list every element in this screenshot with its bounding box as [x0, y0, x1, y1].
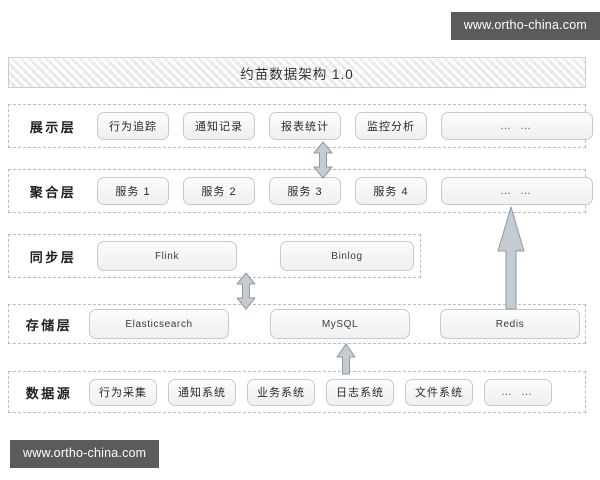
layer-datasource: 数据源 行为采集 通知系统 业务系统 日志系统 文件系统 … …	[8, 371, 586, 413]
node-presentation-2[interactable]: 通知记录	[183, 112, 255, 140]
layer-label-datasource: 数据源	[25, 385, 73, 401]
node-datasource-more[interactable]: … …	[484, 378, 552, 406]
layer-nodes-sync: Flink Binlog	[97, 235, 420, 277]
node-datasource-5[interactable]: 文件系统	[405, 378, 473, 406]
layer-presentation: 展示层 行为追踪 通知记录 报表统计 监控分析 … …	[8, 104, 593, 148]
layer-label-sync: 同步层	[29, 249, 77, 265]
watermark-bottom: www.ortho-china.com	[10, 440, 160, 468]
watermark-top: www.ortho-china.com	[450, 12, 600, 40]
node-datasource-1[interactable]: 行为采集	[89, 378, 157, 406]
node-sync-flink[interactable]: Flink	[97, 241, 237, 271]
node-aggregation-3[interactable]: 服务 3	[269, 177, 341, 205]
layer-nodes-storage: Elasticsearch MySQL Redis	[89, 305, 585, 343]
node-storage-elasticsearch[interactable]: Elasticsearch	[89, 309, 229, 339]
node-datasource-3[interactable]: 业务系统	[247, 378, 315, 406]
node-datasource-4[interactable]: 日志系统	[326, 378, 394, 406]
layer-nodes-presentation: 行为追踪 通知记录 报表统计 监控分析 … …	[97, 105, 593, 147]
node-aggregation-2[interactable]: 服务 2	[183, 177, 255, 205]
node-storage-redis[interactable]: Redis	[440, 309, 580, 339]
node-presentation-more[interactable]: … …	[441, 112, 593, 140]
node-aggregation-more[interactable]: … …	[441, 177, 593, 205]
arrow-presentation-aggregation	[312, 141, 334, 179]
page-title: 约苗数据架构 1.0	[240, 66, 354, 82]
arrow-datasource-storage	[335, 343, 357, 375]
node-presentation-3[interactable]: 报表统计	[269, 112, 341, 140]
layer-nodes-aggregation: 服务 1 服务 2 服务 3 服务 4 … …	[97, 170, 593, 212]
node-presentation-1[interactable]: 行为追踪	[97, 112, 169, 140]
node-aggregation-4[interactable]: 服务 4	[355, 177, 427, 205]
node-storage-mysql[interactable]: MySQL	[270, 309, 410, 339]
diagram-title-bar: 约苗数据架构 1.0	[8, 57, 586, 88]
arrow-storage-aggregation	[496, 206, 526, 310]
layer-label-presentation: 展示层	[29, 119, 77, 135]
node-datasource-2[interactable]: 通知系统	[168, 378, 236, 406]
layer-label-storage: 存储层	[25, 317, 73, 333]
node-aggregation-1[interactable]: 服务 1	[97, 177, 169, 205]
layer-aggregation: 聚合层 服务 1 服务 2 服务 3 服务 4 … …	[8, 169, 593, 213]
layer-storage: 存储层 Elasticsearch MySQL Redis	[8, 304, 586, 344]
arrow-sync-storage	[235, 272, 257, 310]
layer-nodes-datasource: 行为采集 通知系统 业务系统 日志系统 文件系统 … …	[89, 372, 585, 412]
node-sync-binlog[interactable]: Binlog	[280, 241, 414, 271]
layer-label-aggregation: 聚合层	[29, 184, 77, 200]
layer-sync: 同步层 Flink Binlog	[8, 234, 421, 278]
node-presentation-4[interactable]: 监控分析	[355, 112, 427, 140]
